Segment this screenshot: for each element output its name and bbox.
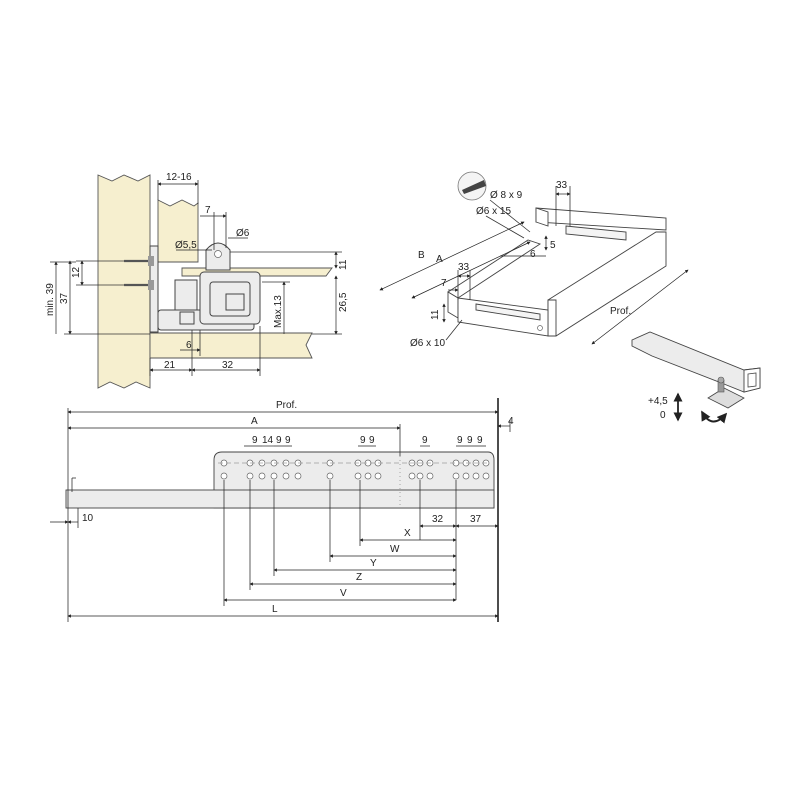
dim-o55: Ø5,5 <box>175 240 197 251</box>
dim-32-side: 32 <box>432 514 444 525</box>
adjust-screw <box>707 376 745 409</box>
spacing-9-f: 9 <box>422 435 428 446</box>
mounting-hole <box>282 472 290 480</box>
adjust-plus-45: +4,5 <box>648 396 668 407</box>
drawer-side-panel <box>157 199 199 263</box>
dim-12: 12 <box>71 266 82 278</box>
mounting-hole <box>294 472 302 480</box>
runner-rail <box>65 489 495 509</box>
dim-37-side: 37 <box>470 514 482 525</box>
mounting-hole <box>354 472 362 480</box>
dim-37: 37 <box>59 292 70 304</box>
cabinet-side-panel <box>97 174 151 389</box>
dim-Z: Z <box>356 572 362 583</box>
dim-o6x15: Ø6 x 15 <box>476 206 511 217</box>
mounting-hole <box>482 472 490 480</box>
mounting-hole <box>416 472 424 480</box>
dim-o8x9: Ø 8 x 9 <box>490 190 523 201</box>
mounting-hole <box>408 472 416 480</box>
spacing-9-c: 9 <box>285 435 291 446</box>
perspective-view: 33 Ø 8 x 9 Ø6 x 15 5 6 B A 33 7 11 Ø6 x … <box>379 171 689 349</box>
mounting-hole <box>462 472 470 480</box>
dim-32: 32 <box>222 360 234 371</box>
front-hole <box>537 325 543 331</box>
dim-o6x10: Ø6 x 10 <box>410 338 445 349</box>
spacing-9-i: 9 <box>477 435 483 446</box>
mounting-hole <box>472 472 480 480</box>
perspective-dimensions <box>379 186 689 345</box>
dim-prof-persp: Prof. <box>610 306 631 317</box>
mounting-hole <box>364 472 372 480</box>
spacing-9-d: 9 <box>360 435 366 446</box>
dim-B: B <box>418 250 425 261</box>
dim-L: L <box>272 604 278 615</box>
dim-11: 11 <box>338 259 349 270</box>
mounting-hole <box>374 472 382 480</box>
dim-11-persp: 11 <box>430 309 441 320</box>
screws <box>124 256 154 290</box>
dim-prof-side: Prof. <box>276 400 297 411</box>
dim-6-persp: 6 <box>530 249 536 260</box>
dim-10: 10 <box>82 513 94 524</box>
dim-min-39: min. 39 <box>45 283 56 316</box>
dim-o6: Ø6 <box>236 228 250 239</box>
spacing-14: 14 <box>262 435 274 446</box>
spacing-9-e: 9 <box>369 435 375 446</box>
runner-profile <box>149 245 261 333</box>
dim-21: 21 <box>164 360 176 371</box>
dim-X: X <box>404 528 411 539</box>
spacing-9-b: 9 <box>276 435 282 446</box>
mounting-hole <box>270 472 278 480</box>
dim-W: W <box>390 544 400 555</box>
dim-33-persp: 33 <box>458 262 470 273</box>
mounting-hole <box>426 472 434 480</box>
adjust-view: +4,5 0 <box>631 331 761 424</box>
cabinet-bottom-shelf <box>149 332 313 359</box>
rotate-arrow <box>701 410 728 424</box>
dim-7-persp: 7 <box>441 278 447 289</box>
spacing-9-a: 9 <box>252 435 258 446</box>
section-dimensions <box>50 180 342 376</box>
dim-max-13: Max.13 <box>273 295 284 328</box>
spacing-9-h: 9 <box>467 435 473 446</box>
dim-A-side: A <box>251 416 258 427</box>
dim-7: 7 <box>205 205 211 216</box>
dim-6: 6 <box>186 340 192 351</box>
mounting-hole <box>258 472 266 480</box>
mounting-hole <box>452 472 460 480</box>
mounting-hole <box>326 472 334 480</box>
drill-bit <box>457 171 487 201</box>
side-dimensions <box>50 408 511 622</box>
adjust-zero: 0 <box>660 410 666 421</box>
section-view: 12-16 7 Ø5,5 Ø6 11 12 37 min. 39 Max.13 … <box>45 172 349 389</box>
dim-Y: Y <box>370 558 377 569</box>
dim-5: 5 <box>550 240 556 251</box>
mounting-hole <box>246 472 254 480</box>
runner-end <box>631 331 761 393</box>
clip-hole <box>214 250 222 258</box>
side-view: Prof. 4 A 9 14 9 9 9 9 9 9 9 9 10 32 37 … <box>50 398 514 622</box>
dim-26-5: 26,5 <box>338 292 349 312</box>
dim-4: 4 <box>508 416 514 427</box>
mounting-hole <box>220 472 228 480</box>
spacing-9-g: 9 <box>457 435 463 446</box>
dim-V: V <box>340 588 347 599</box>
dim-33-top: 33 <box>556 180 568 191</box>
drawer-box <box>447 207 667 337</box>
dim-12-16: 12-16 <box>166 172 192 183</box>
dim-A-persp: A <box>436 254 443 265</box>
